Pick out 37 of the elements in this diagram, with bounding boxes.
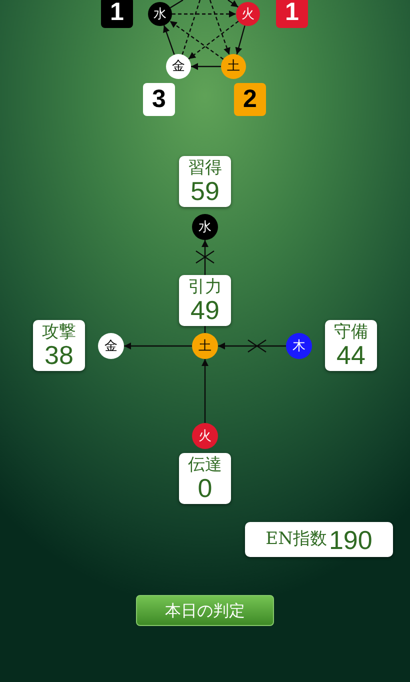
arrow bbox=[228, 0, 239, 8]
stat-label: 引力 bbox=[188, 278, 222, 296]
dashed-arrow bbox=[172, 10, 236, 18]
stat-value: 38 bbox=[44, 342, 74, 368]
index-card bbox=[245, 522, 393, 557]
score-badge: 3 bbox=[143, 83, 175, 116]
stat-card bbox=[325, 320, 377, 371]
dashed-line bbox=[182, 0, 201, 55]
arrow bbox=[191, 63, 221, 70]
arrow bbox=[202, 359, 208, 423]
arrow bbox=[163, 25, 175, 55]
arrow bbox=[218, 342, 286, 350]
stat-value: 59 bbox=[190, 178, 220, 204]
stat-card bbox=[179, 156, 231, 207]
judgment-button: 本日の判定 bbox=[136, 595, 274, 626]
score-badge: 2 bbox=[234, 83, 266, 116]
stat-label: 攻撃 bbox=[42, 322, 76, 342]
stat-value: 0 bbox=[198, 474, 212, 502]
stat-value: 49 bbox=[190, 296, 220, 324]
stat-label: 伝達 bbox=[188, 456, 222, 474]
stat-label: 守備 bbox=[334, 322, 368, 342]
dashed-arrow bbox=[169, 20, 224, 60]
score-badge: 1 bbox=[101, 0, 133, 28]
arrow bbox=[235, 25, 246, 55]
connector-line bbox=[170, 0, 184, 8]
arrow bbox=[202, 240, 208, 275]
stat-label: 習得 bbox=[188, 158, 222, 178]
index-value: 190 bbox=[328, 526, 372, 552]
score-badge: 1 bbox=[276, 0, 308, 28]
stat-card bbox=[179, 453, 231, 504]
dashed-arrow bbox=[209, 0, 230, 55]
dashed-arrow bbox=[188, 20, 239, 60]
stat-value: 44 bbox=[336, 342, 366, 368]
arrow bbox=[124, 342, 192, 350]
index-label: EN指数 bbox=[266, 531, 327, 548]
stat-card bbox=[179, 275, 231, 326]
stat-card bbox=[33, 320, 85, 371]
